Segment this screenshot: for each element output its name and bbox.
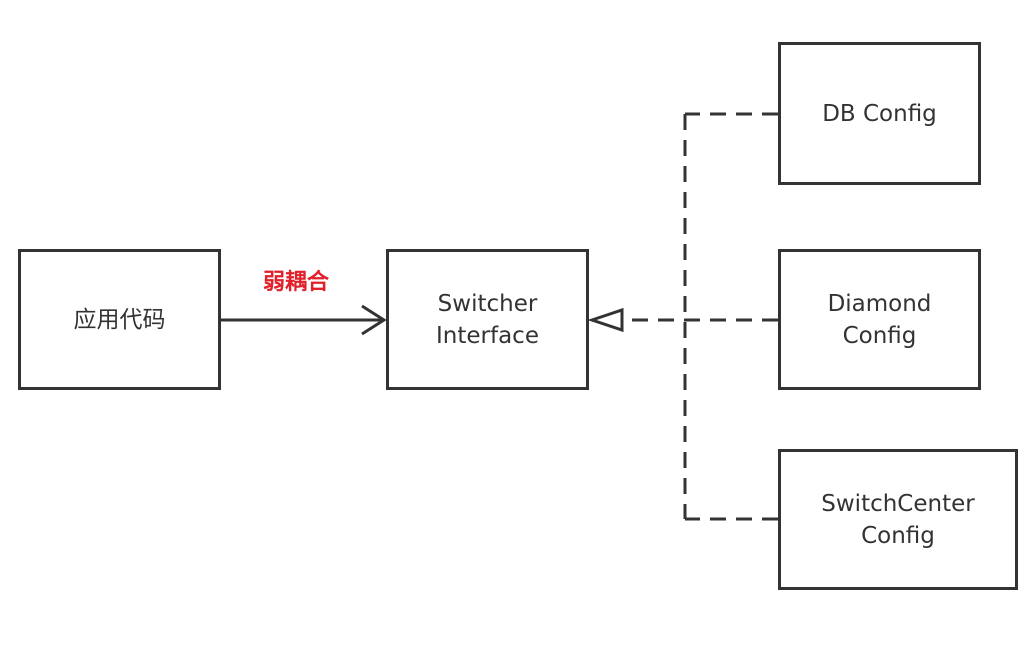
weak-coupling-arrowhead (361, 304, 387, 336)
switcher-interface-label-line-2: Interface (436, 322, 539, 349)
app-code-box: 应用代码 (18, 249, 221, 390)
switcher-interface-box: Switcher Interface (386, 249, 589, 390)
switchcenter-config-label-line-2: Config (861, 522, 935, 549)
diamond-config-box: Diamond Config (778, 249, 981, 390)
diamond-config-label-line-2: Config (842, 322, 917, 349)
app-code-label: 应用代码 (73, 306, 166, 333)
realization-triangle-arrowhead (587, 307, 624, 333)
db-config-label: DB Config (822, 100, 937, 127)
weak-coupling-label: 弱耦合 (263, 270, 330, 295)
switcher-interface-label-line-1: Switcher (437, 290, 538, 317)
switchcenter-config-label-line-1: SwitchCenter (821, 490, 975, 517)
diamond-config-label-line-1: Diamond (827, 290, 932, 317)
switchcenter-config-box: SwitchCenter Config (778, 449, 1018, 590)
db-config-box: DB Config (778, 42, 981, 185)
